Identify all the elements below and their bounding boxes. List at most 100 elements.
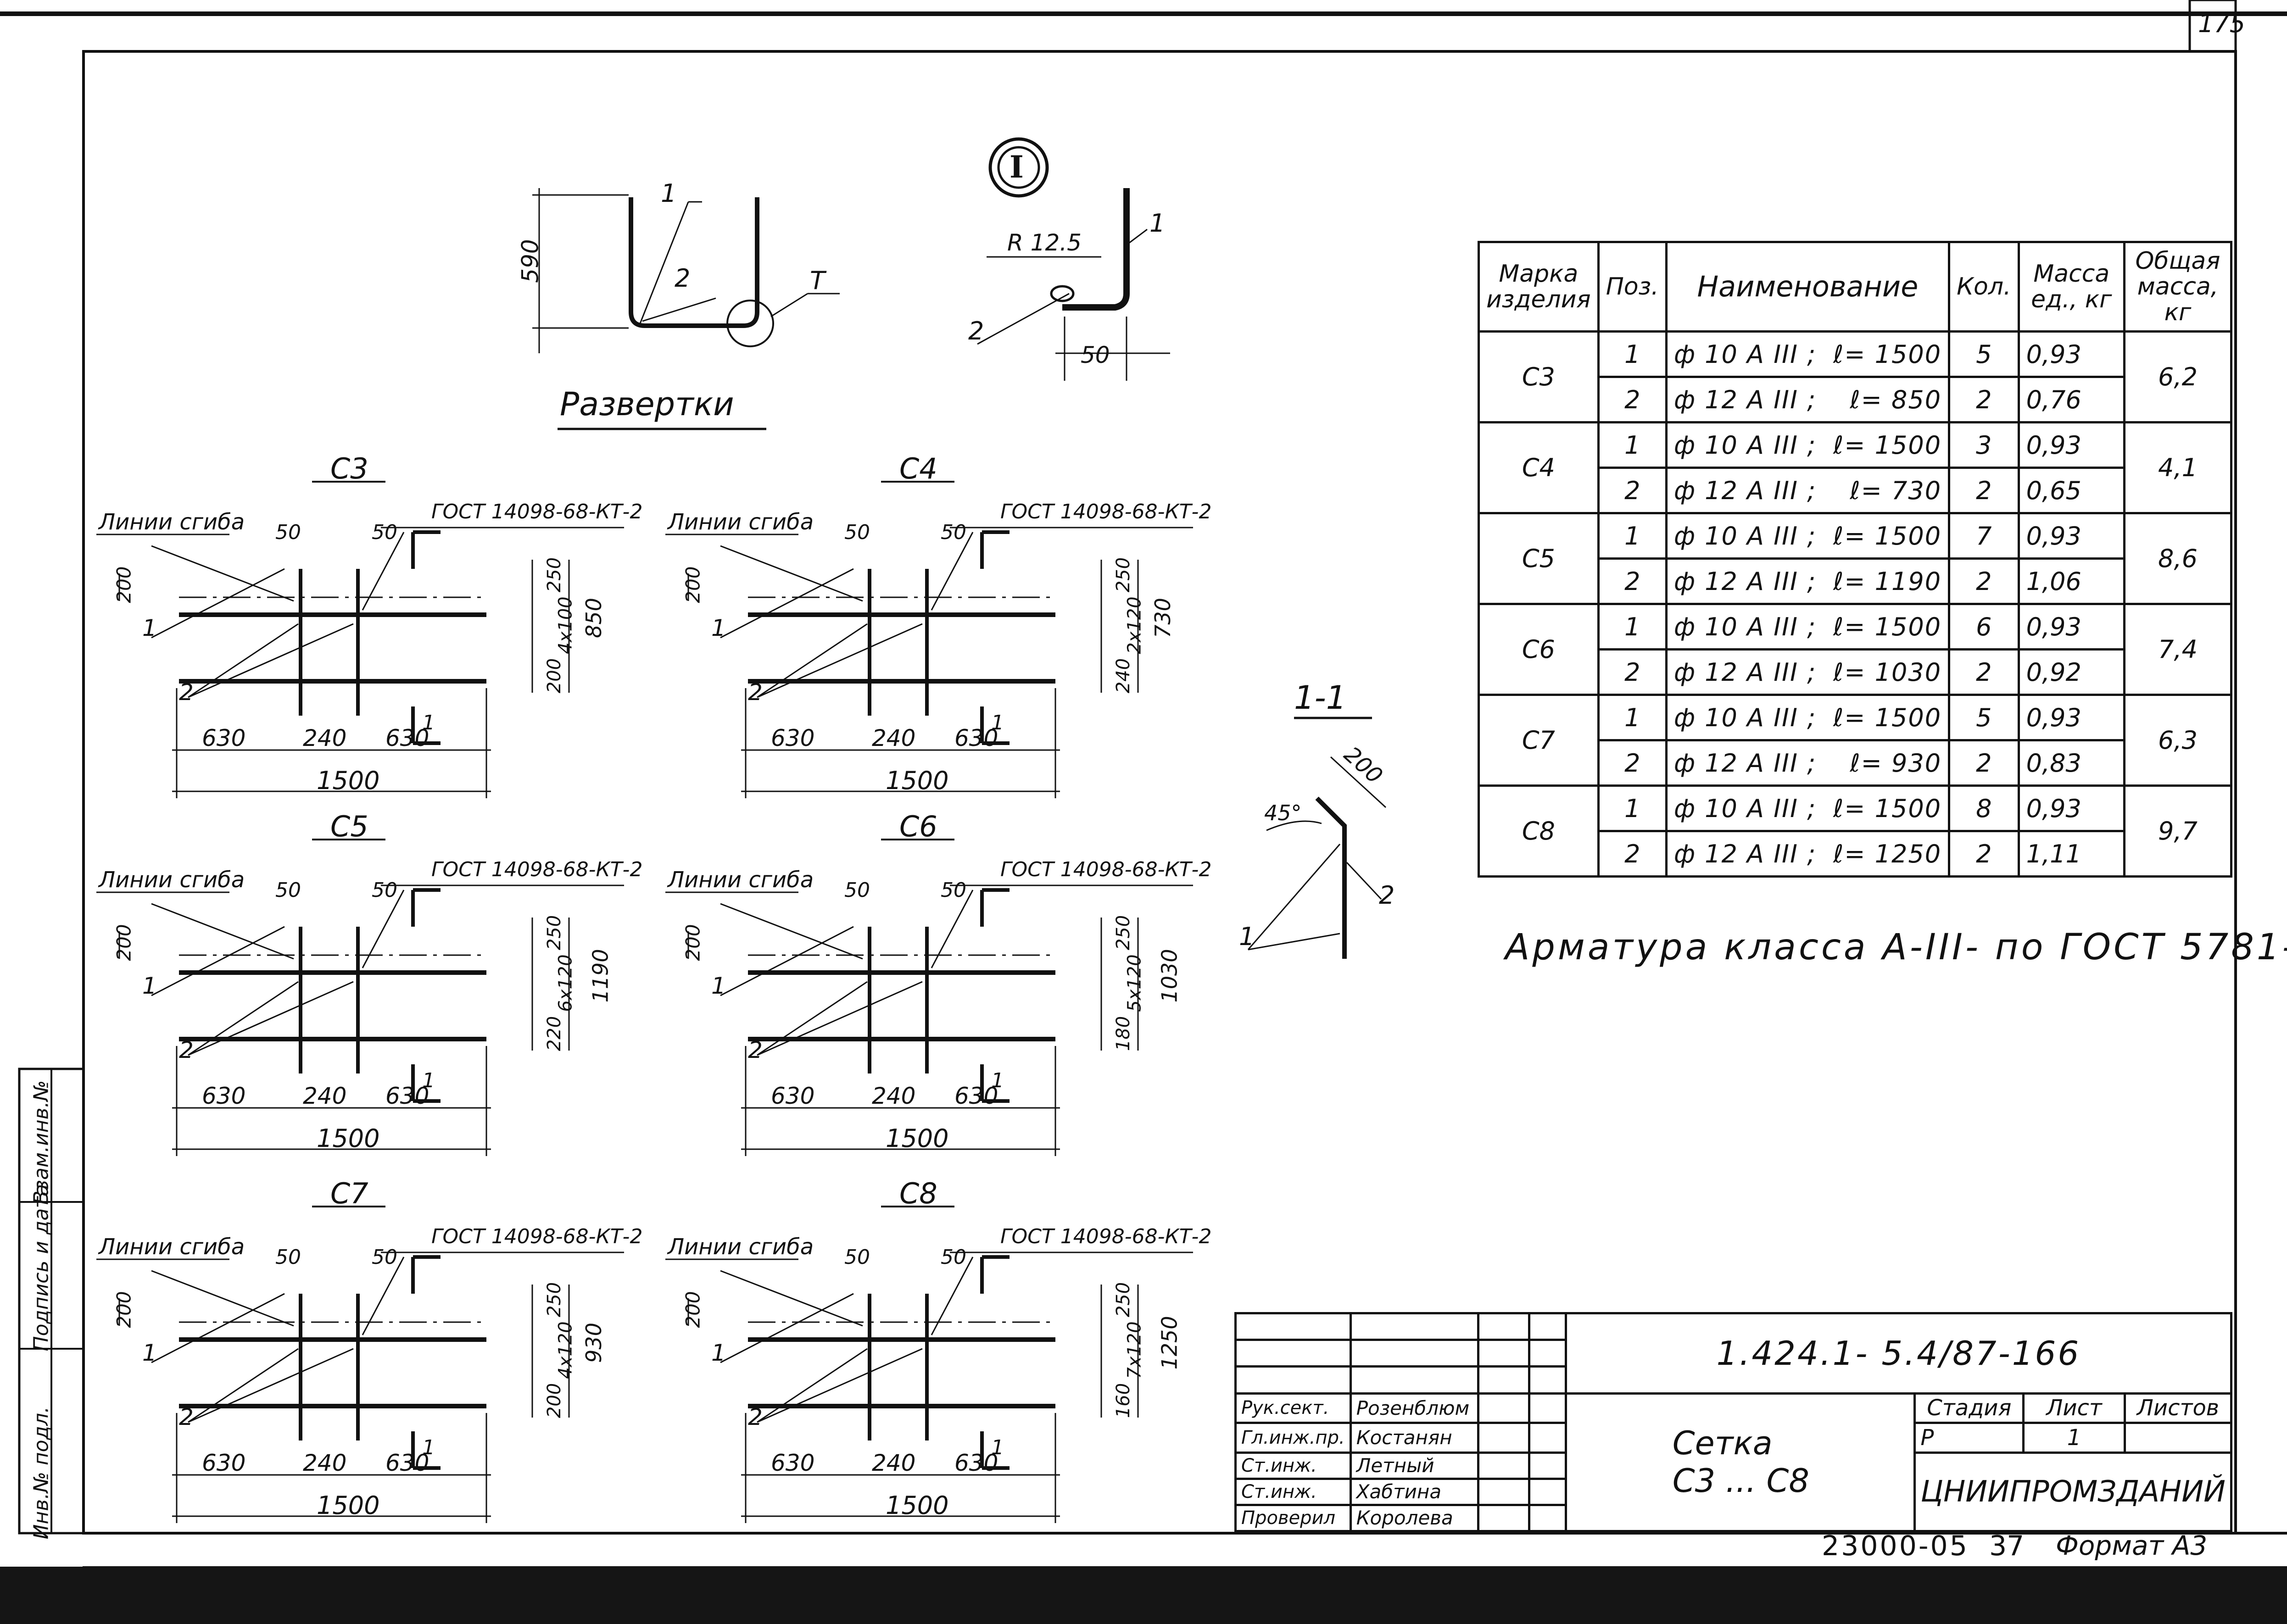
spec-cell-qty: 7 <box>1948 512 2020 560</box>
spec-cell-name: ф 12 А III ;ℓ= 1250 <box>1665 830 1951 878</box>
spec-header-total: Общая масса, кг <box>2123 241 2232 333</box>
section-arrow-label: 1 <box>422 1069 435 1092</box>
spec-cell-name: ф 12 А III ;ℓ= 730 <box>1665 467 1951 514</box>
dim-50-left: 50 <box>275 521 301 544</box>
doc-name-line1: Сетка <box>1672 1424 1773 1463</box>
section-title: Развертки <box>560 385 734 423</box>
mesh-pos-2: 2 <box>748 1037 763 1063</box>
section-arrow-label: 1 <box>422 1436 435 1459</box>
spec-header-pos: Поз. <box>1597 241 1668 333</box>
sheets-label: Листов <box>2123 1392 2233 1424</box>
gost-weld-ref: ГОСТ 14098-68-КТ-2 <box>1000 858 1212 881</box>
spec-header-name: Наименование <box>1665 241 1951 333</box>
dim-630-left: 630 <box>202 1450 246 1476</box>
spec-name-length: ℓ= 930 <box>1850 748 1942 778</box>
role-3: Ст.инж. <box>1234 1477 1352 1506</box>
mesh-pos-1: 1 <box>711 1340 726 1366</box>
person-4: Королева <box>1349 1503 1479 1533</box>
dim-mid: 6х120 <box>555 954 576 1012</box>
spec-cell-total: 6,3 <box>2123 694 2232 787</box>
spec-cell-qty: 3 <box>1948 421 2020 469</box>
spec-cell-mass: 0,65 <box>2017 467 2126 514</box>
dim-bot: 160 <box>1113 1383 1134 1418</box>
spec-cell-name: ф 10 А III ;ℓ= 1500 <box>1665 694 1951 741</box>
spec-cell-pos: 1 <box>1597 784 1668 832</box>
spec-cell-name: ф 12 А III ;ℓ= 1190 <box>1665 557 1951 605</box>
scan-edge-band <box>0 1567 2287 1624</box>
bend-leader <box>151 545 294 602</box>
spec-header-row: Марка изделия Поз. Наименование Кол. Мас… <box>1478 241 2232 333</box>
section-arrow-label: 1 <box>991 711 1004 734</box>
footer-copy: 23000-05 <box>1822 1530 1969 1562</box>
spec-table: Марка изделия Поз. Наименование Кол. Мас… <box>1478 241 2232 878</box>
leader-2b <box>188 623 354 698</box>
spec-cell-name: ф 12 А III ;ℓ= 1030 <box>1665 648 1951 696</box>
bend-leader <box>720 903 863 960</box>
dim-50-right: 50 <box>941 879 966 902</box>
spec-cell-mass: 1,06 <box>2017 557 2126 605</box>
sheet-label: Лист <box>2022 1392 2126 1424</box>
dim-630-left: 630 <box>771 1450 815 1476</box>
spec-cell-qty: 2 <box>1948 830 2020 878</box>
mesh-pos-2: 2 <box>179 1404 194 1430</box>
dim-length: 1250 <box>1157 1316 1182 1370</box>
leader-2 <box>188 623 299 698</box>
dim-200: 200 <box>112 924 135 961</box>
mesh-pos-2: 2 <box>179 679 194 706</box>
dim-length: 1190 <box>588 949 613 1003</box>
dim-200: 200 <box>681 566 704 603</box>
spec-name-bar: ф 10 А III ; <box>1673 521 1817 551</box>
spec-name-bar: ф 12 А III ; <box>1673 748 1817 778</box>
dim-50-right: 50 <box>372 1246 397 1269</box>
leader-1 <box>720 926 854 996</box>
spec-name-bar: ф 10 А III ; <box>1673 339 1817 369</box>
dim-length: 730 <box>1150 598 1175 638</box>
dim-hook-len: 50 <box>1081 342 1110 368</box>
section-pos-2: 2 <box>1379 881 1395 910</box>
spec-header-qty: Кол. <box>1948 241 2020 333</box>
person-0: Розенблюм <box>1349 1392 1479 1424</box>
dim-mid: 4х100 <box>555 596 576 654</box>
spec-name-bar: ф 12 А III ; <box>1673 657 1817 687</box>
dim-length: 930 <box>581 1323 606 1363</box>
leader-2b <box>188 1348 354 1423</box>
gost-weld-ref: ГОСТ 14098-68-КТ-2 <box>431 858 643 881</box>
mesh-mark: С3 <box>330 452 368 485</box>
spec-name-bar: ф 10 А III ; <box>1673 794 1817 823</box>
leader-1 <box>151 926 285 996</box>
spec-cell-pos: 1 <box>1597 603 1668 651</box>
leader-T: Т <box>810 266 825 295</box>
bend-line-label: Линии сгиба <box>668 1234 814 1260</box>
gost-weld-ref: ГОСТ 14098-68-КТ-2 <box>1000 500 1212 523</box>
bend-line-label: Линии сгиба <box>668 867 814 893</box>
spec-name-length: ℓ= 1250 <box>1833 839 1942 868</box>
spec-cell-mass: 0,93 <box>2017 512 2126 560</box>
node-marker: I <box>1010 149 1024 185</box>
spec-cell-mass: 0,92 <box>2017 648 2126 696</box>
mesh-pos-1: 1 <box>142 973 157 999</box>
mesh-mark: С7 <box>330 1177 368 1210</box>
mesh-pos-1: 1 <box>711 973 726 999</box>
mesh-pos-1: 1 <box>142 1340 157 1366</box>
dim-240: 240 <box>303 1083 347 1109</box>
gost-leader <box>931 890 974 968</box>
doc-name: Сетка С3 ... С8 <box>1564 1392 1916 1533</box>
spec-cell-mass: 1,11 <box>2017 830 2126 878</box>
spec-name-length: ℓ= 1190 <box>1833 567 1942 596</box>
spec-cell-pos: 2 <box>1597 830 1668 878</box>
dim-630-left: 630 <box>202 1083 246 1109</box>
dim-top: 250 <box>544 1282 565 1318</box>
mesh-pos-1: 1 <box>711 615 726 641</box>
signature-0 <box>1477 1392 1531 1424</box>
title-block: 1.424.1- 5.4/87-166 Рук.сект. Розенблюм … <box>1234 1312 2233 1533</box>
dim-50-right: 50 <box>941 521 966 544</box>
leader-2 <box>757 981 868 1056</box>
spec-name-bar: ф 12 А III ; <box>1673 476 1817 505</box>
spec-cell-mass: 0,93 <box>2017 330 2126 378</box>
spec-cell-qty: 8 <box>1948 784 2020 832</box>
dim-200: 200 <box>112 1291 135 1328</box>
spec-cell-pos: 2 <box>1597 557 1668 605</box>
